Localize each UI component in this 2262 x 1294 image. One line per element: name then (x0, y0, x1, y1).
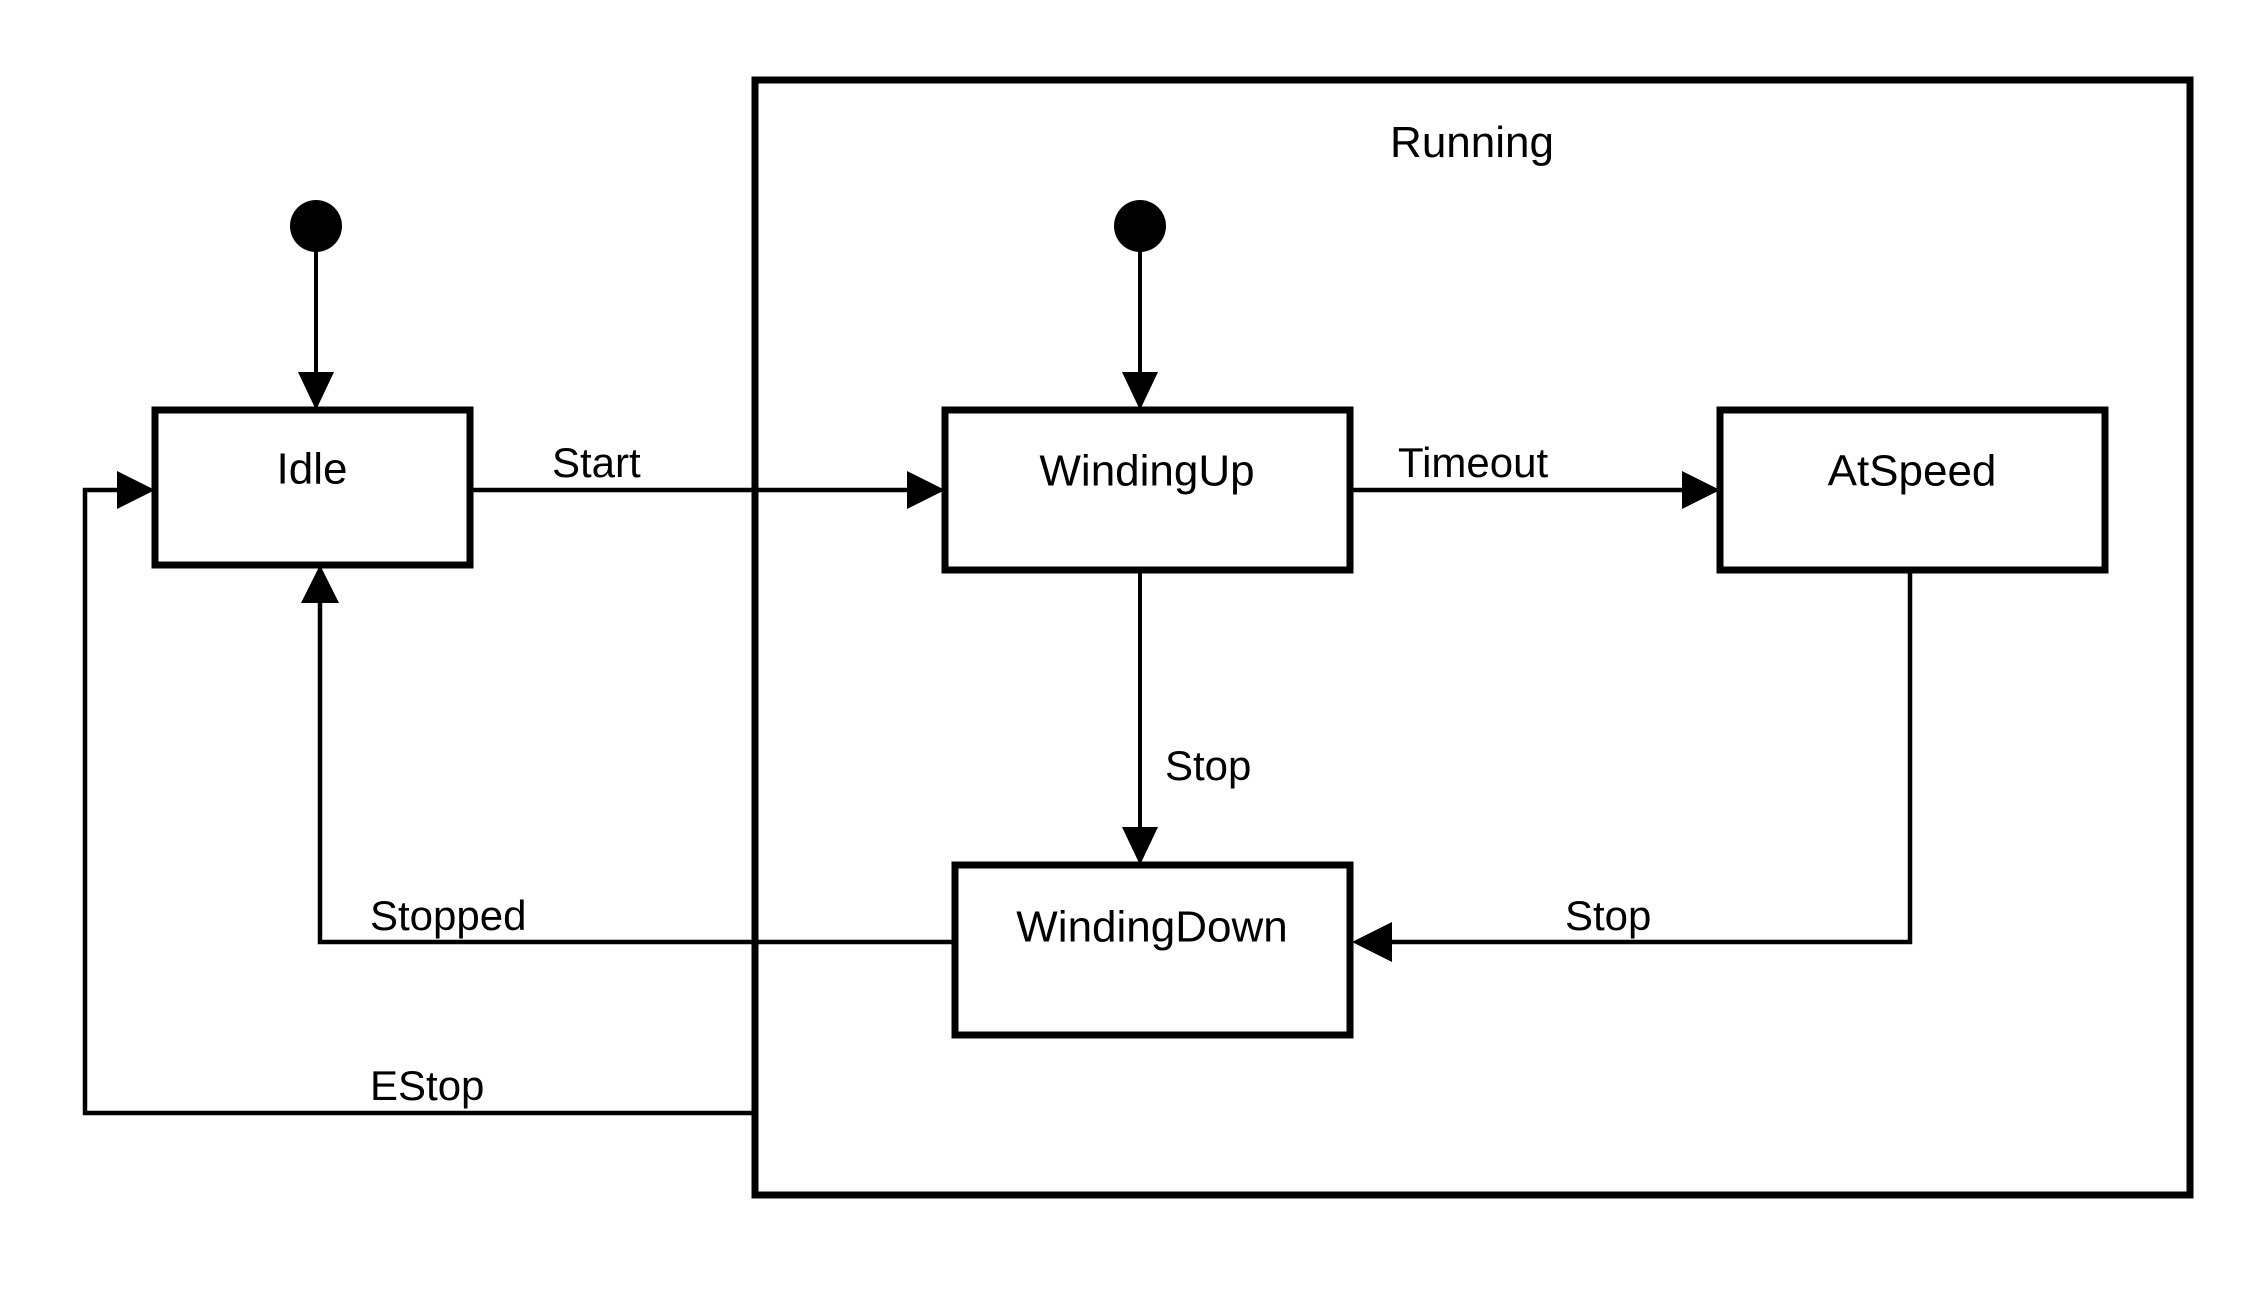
transition-timeout-arrowhead (1682, 471, 1720, 509)
transition-stopped-arrowhead (301, 565, 339, 603)
state-atspeed-box (1716, 406, 2109, 574)
transition-stop-atspeed-arrowhead (1352, 922, 1392, 962)
initial-pseudostate-running[interactable] (1114, 200, 1166, 410)
composite-state-running-label: Running (1390, 118, 1554, 167)
transition-stop-atspeed-label: Stop (1565, 892, 1651, 939)
state-idle-box (151, 406, 474, 569)
transition-stopped-label: Stopped (370, 892, 526, 939)
state-atspeed[interactable]: AtSpeed (1716, 406, 2109, 574)
transition-start-label: Start (552, 439, 641, 486)
state-windingdown-box (951, 861, 1354, 1039)
transition-stop-windingup-label: Stop (1165, 742, 1251, 789)
state-windingup[interactable]: WindingUp (941, 406, 1354, 574)
initial-transition-running-arrowhead (1122, 372, 1158, 410)
transition-estop-path (82, 487, 755, 1116)
transition-stop-windingup[interactable]: Stop (1122, 570, 1251, 865)
transition-stop-windingup-arrowhead (1122, 827, 1158, 865)
transition-timeout-label: Timeout (1398, 439, 1548, 486)
state-windingdown-label: WindingDown (1016, 903, 1287, 952)
state-windingdown[interactable]: WindingDown (951, 861, 1354, 1039)
initial-state-dot-icon (290, 200, 342, 252)
transition-stop-atspeed[interactable]: Stop (1352, 570, 1913, 962)
composite-state-running[interactable]: Running (751, 76, 2194, 1199)
transition-start-arrowhead (907, 471, 945, 509)
composite-state-running-border (751, 76, 2194, 1199)
transition-estop-label: EStop (370, 1062, 484, 1109)
state-windingup-label: WindingUp (1039, 447, 1254, 496)
state-idle[interactable]: Idle (151, 406, 474, 569)
transition-estop-arrowhead (117, 471, 155, 509)
transition-stopped[interactable]: Stopped (301, 565, 955, 945)
transition-stopped-path (317, 588, 955, 945)
state-idle-label: Idle (277, 445, 348, 494)
transition-stop-atspeed-path (1375, 570, 1913, 945)
initial-state-dot-running-icon (1114, 200, 1166, 252)
state-windingup-box (941, 406, 1354, 574)
initial-transition-top-arrowhead (298, 372, 334, 410)
state-atspeed-label: AtSpeed (1828, 447, 1997, 496)
initial-pseudostate-top[interactable] (290, 200, 342, 410)
transition-start[interactable]: Start (470, 439, 945, 509)
transition-estop[interactable]: EStop (82, 471, 755, 1116)
transition-timeout[interactable]: Timeout (1350, 439, 1720, 509)
